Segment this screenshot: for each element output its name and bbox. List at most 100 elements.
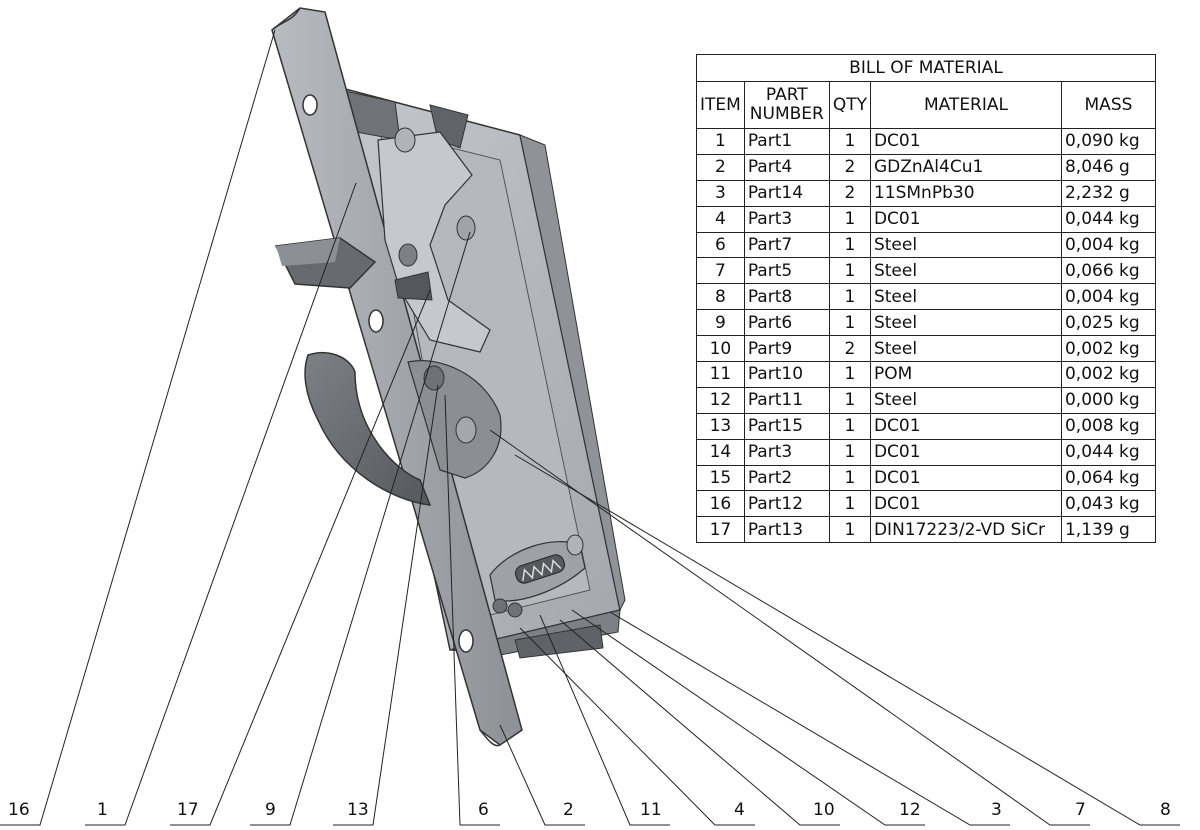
cell-mass: 0,004 kg — [1060, 231, 1156, 259]
callout-label: 7 — [1075, 800, 1086, 820]
cell-mass: 0,008 kg — [1060, 412, 1156, 440]
callout-label: 10 — [813, 800, 835, 820]
cell-part-number: Part3 — [743, 438, 830, 466]
cell-qty: 2 — [828, 179, 871, 207]
leader-lines — [0, 29, 1180, 826]
callout-label: 2 — [563, 800, 574, 820]
col-header-qty: QTY — [828, 81, 871, 129]
cell-material: POM — [869, 361, 1062, 388]
callout-label: 12 — [899, 800, 921, 820]
callout-label: 16 — [8, 800, 30, 820]
cell-item: 17 — [696, 516, 745, 544]
cell-part-number: Part12 — [743, 490, 830, 518]
cell-part-number: Part13 — [743, 516, 830, 544]
col-header-material: MATERIAL — [869, 81, 1062, 129]
cell-qty: 1 — [828, 438, 871, 466]
cell-part-number: Part14 — [743, 179, 830, 207]
cell-qty: 1 — [828, 361, 871, 388]
cell-item: 12 — [696, 386, 745, 414]
cell-material: Steel — [869, 283, 1062, 311]
cell-item: 3 — [696, 179, 745, 207]
cell-material: Steel — [869, 231, 1062, 259]
cell-material: Steel — [869, 257, 1062, 285]
callout-label: 6 — [478, 800, 489, 820]
cell-item: 10 — [696, 335, 745, 363]
bill-of-material-table: BILL OF MATERIAL ITEM PART NUMBER QTY MA… — [696, 54, 1156, 544]
cell-material: DC01 — [869, 205, 1062, 233]
cell-mass: 0,004 kg — [1060, 283, 1156, 311]
cell-mass: 0,064 kg — [1060, 464, 1156, 492]
cell-qty: 1 — [828, 257, 871, 285]
cell-qty: 2 — [828, 335, 871, 363]
cell-item: 14 — [696, 438, 745, 466]
callout-label: 8 — [1160, 800, 1171, 820]
callout-label: 9 — [265, 800, 276, 820]
cell-mass: 0,066 kg — [1060, 257, 1156, 285]
cell-mass: 0,000 kg — [1060, 386, 1156, 414]
faceplate — [271, 7, 523, 747]
cell-material: DC01 — [869, 412, 1062, 440]
cell-item: 1 — [696, 128, 745, 155]
cell-item: 8 — [696, 283, 745, 311]
cell-qty: 1 — [828, 205, 871, 233]
cell-material: DIN17223/2-VD SiCr — [869, 516, 1062, 544]
cell-item: 6 — [696, 231, 745, 259]
callout-label: 3 — [991, 800, 1002, 820]
spring-assembly — [489, 534, 604, 659]
cell-item: 4 — [696, 205, 745, 233]
cell-material: Steel — [869, 309, 1062, 337]
cell-part-number: Part4 — [743, 153, 830, 181]
cell-mass: 1,139 g — [1060, 516, 1156, 544]
cell-part-number: Part2 — [743, 464, 830, 492]
cell-material: DC01 — [869, 464, 1062, 492]
cell-item: 11 — [696, 361, 745, 388]
cell-item: 13 — [696, 412, 745, 440]
cell-material: Steel — [869, 335, 1062, 363]
cell-qty: 1 — [828, 231, 871, 259]
cell-qty: 1 — [828, 412, 871, 440]
cell-part-number: Part8 — [743, 283, 830, 311]
cell-qty: 2 — [828, 153, 871, 181]
cell-qty: 1 — [828, 128, 871, 155]
col-header-part-number: PART NUMBER — [743, 81, 830, 129]
latch-bolt — [274, 237, 377, 289]
cell-item: 9 — [696, 309, 745, 337]
cell-material: GDZnAl4Cu1 — [869, 153, 1062, 181]
cell-part-number: Part5 — [743, 257, 830, 285]
follower-lever — [377, 127, 491, 353]
cell-material: DC01 — [869, 128, 1062, 155]
cell-mass: 0,044 kg — [1060, 438, 1156, 466]
callout-label: 11 — [640, 800, 662, 820]
cell-part-number: Part3 — [743, 205, 830, 233]
cell-part-number: Part7 — [743, 231, 830, 259]
cell-item: 2 — [696, 153, 745, 181]
cell-mass: 8,046 g — [1060, 153, 1156, 181]
cell-material: DC01 — [869, 490, 1062, 518]
cell-part-number: Part11 — [743, 386, 830, 414]
callout-label: 1 — [97, 800, 108, 820]
cell-qty: 1 — [828, 386, 871, 414]
cell-mass: 0,090 kg — [1060, 128, 1156, 155]
cell-part-number: Part9 — [743, 335, 830, 363]
cell-mass: 0,044 kg — [1060, 205, 1156, 233]
cell-material: 11SMnPb30 — [869, 179, 1062, 207]
cell-mass: 0,043 kg — [1060, 490, 1156, 518]
callout-label: 17 — [177, 800, 199, 820]
cell-mass: 0,002 kg — [1060, 335, 1156, 363]
cell-qty: 1 — [828, 490, 871, 518]
cell-mass: 2,232 g — [1060, 179, 1156, 207]
cell-part-number: Part1 — [743, 128, 830, 155]
